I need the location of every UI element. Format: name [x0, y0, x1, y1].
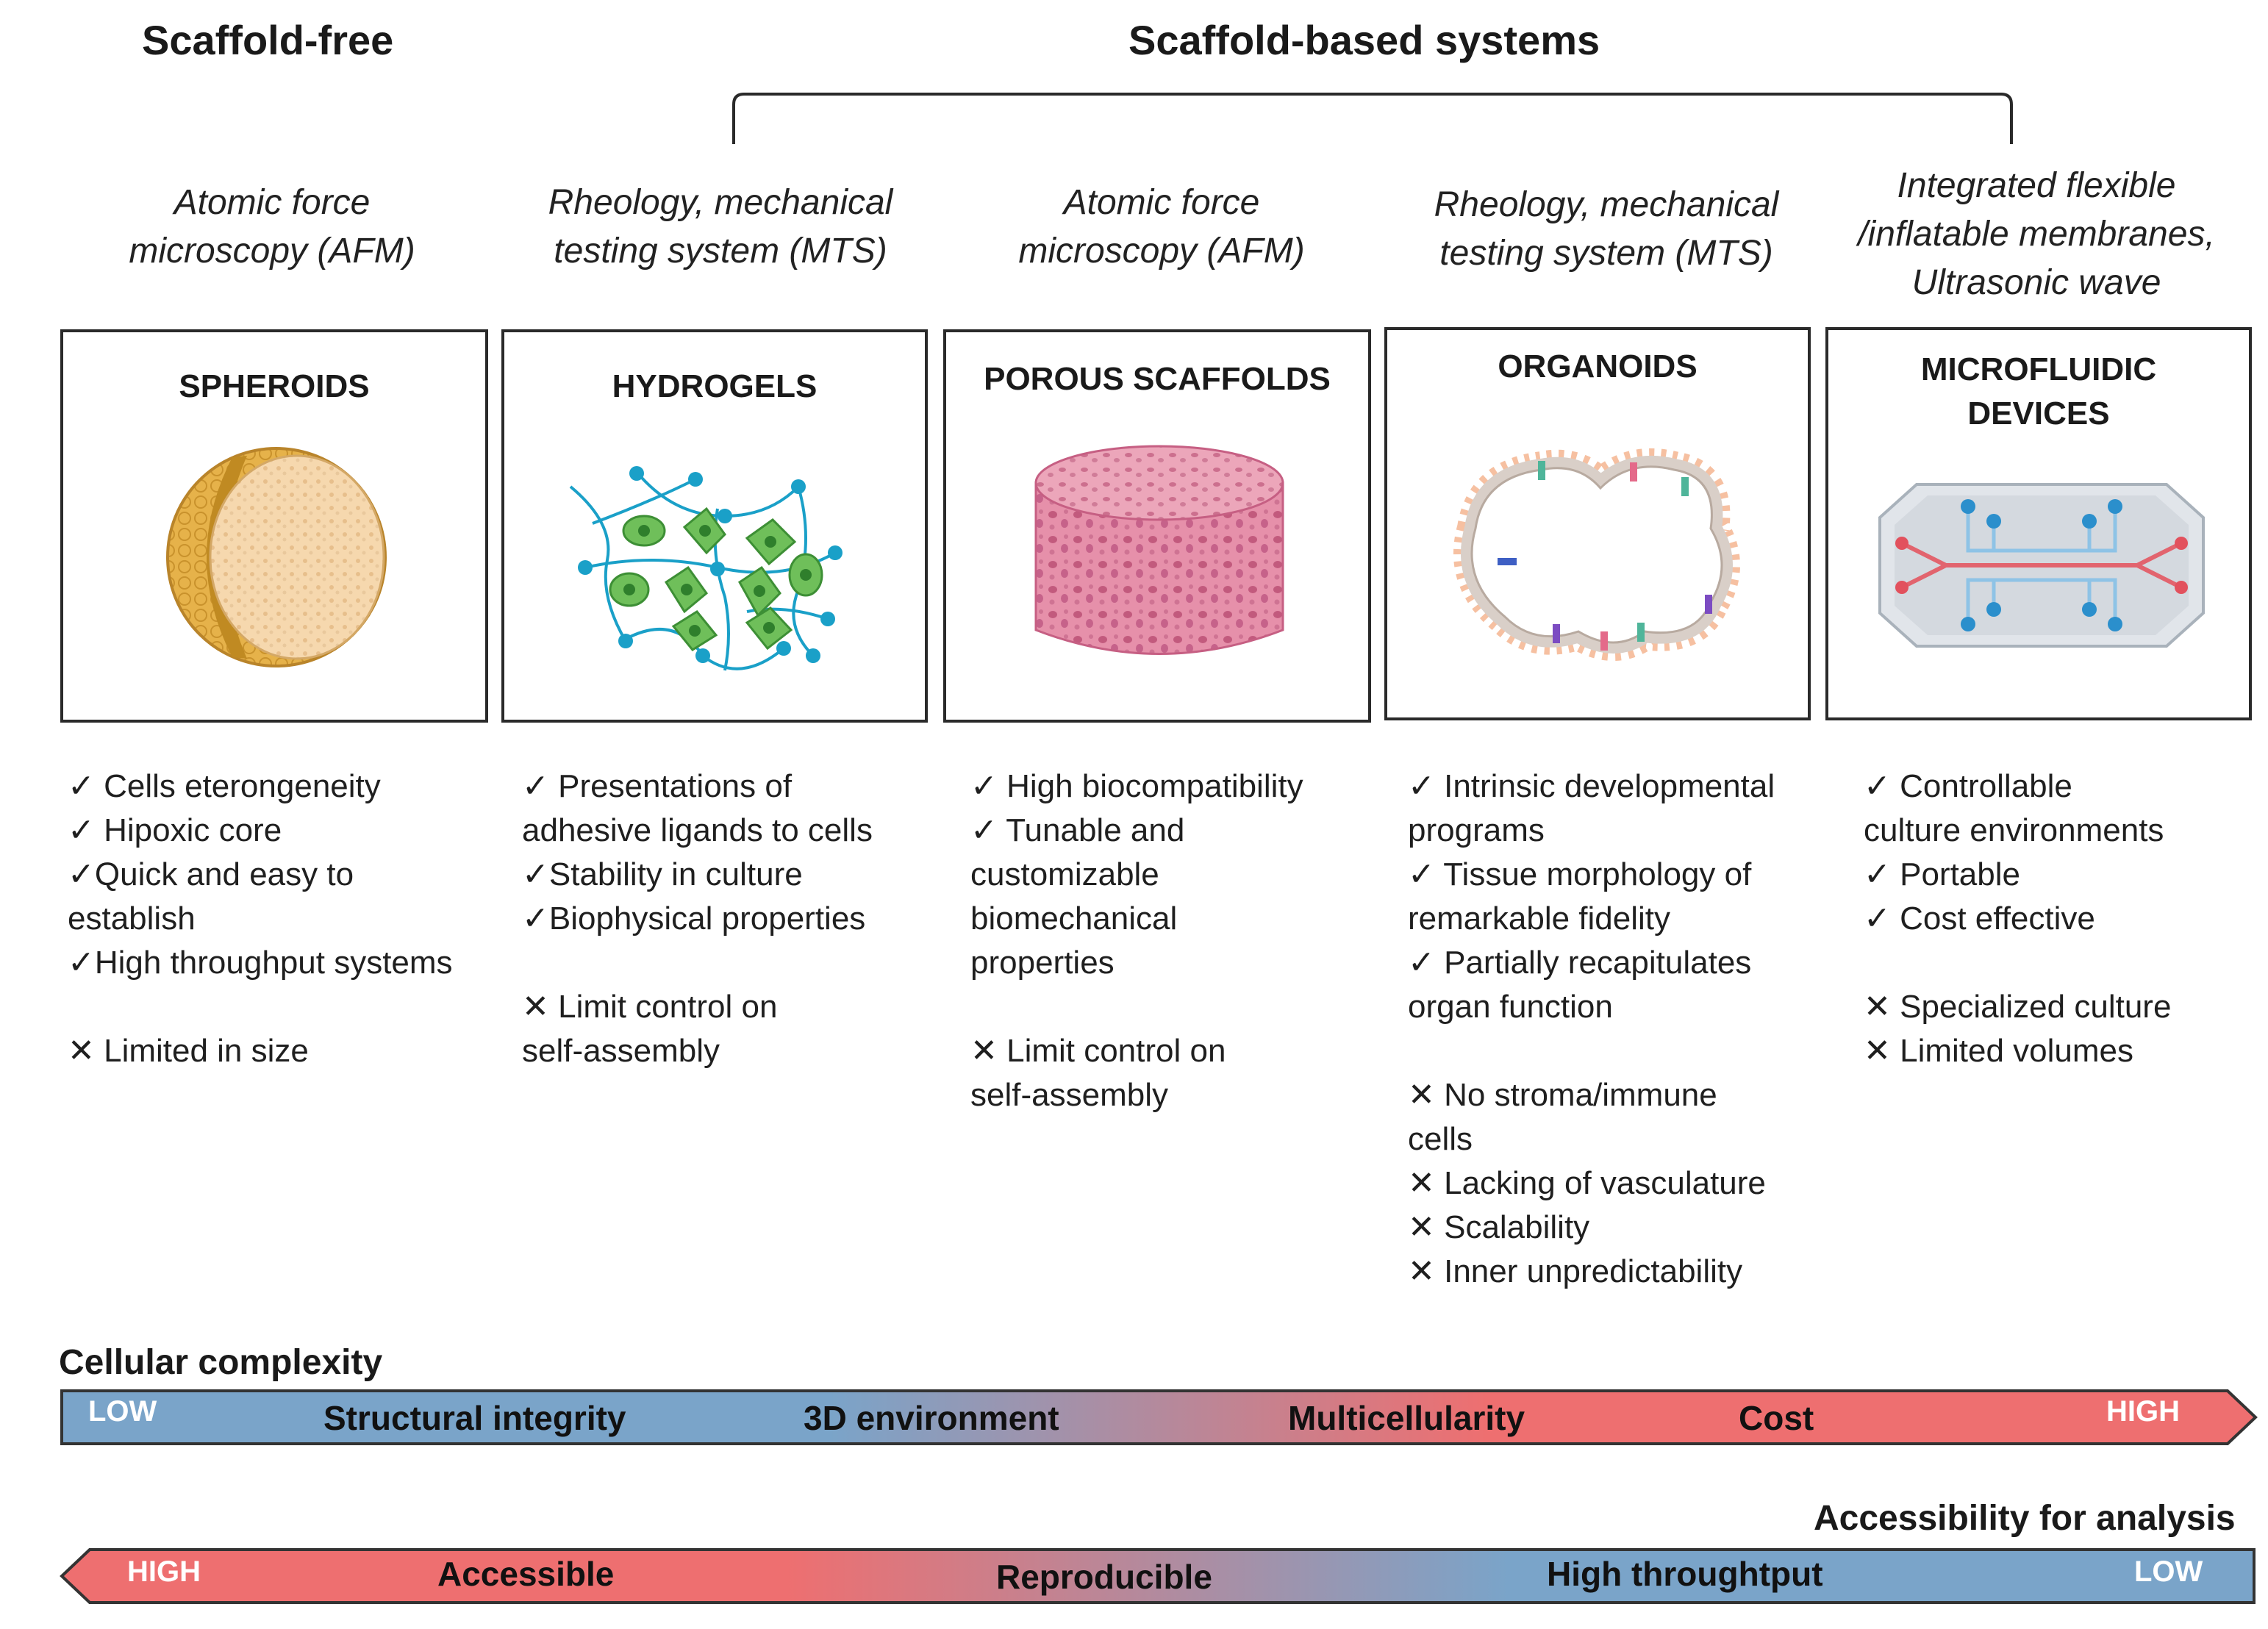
list-item: ✓ Portable: [1864, 856, 2020, 892]
bar1-cost: Cost: [1739, 1399, 1814, 1437]
list-item: ✓ High biocompatibility: [970, 768, 1303, 804]
cellular-complexity-arrow: [60, 1389, 2258, 1445]
method-label-microfluidic: Integrated flexible /inflatable membrane…: [1858, 166, 2215, 302]
list-item: ✓Stability in culture: [522, 856, 803, 892]
list-item: ✕ No stroma/immune: [1408, 1077, 1717, 1113]
method-label-porous-scaffolds: Atomic force microscopy (AFM): [1018, 183, 1305, 271]
method-label-hydrogels: Rheology, mechanical testing system (MTS…: [548, 183, 893, 271]
method-label-spheroids: Atomic force microscopy (AFM): [129, 183, 415, 271]
list-item: ✓ Cells eterongeneity: [68, 768, 381, 804]
list-item: self-assembly: [970, 1077, 1168, 1113]
bar2-high-label: HIGH: [127, 1555, 201, 1588]
organoids-card: ORGANOIDS: [1384, 327, 1811, 720]
bar1-caption: Cellular complexity: [59, 1343, 383, 1382]
microfluidic-title: MICROFLUIDIC DEVICES: [1920, 351, 2157, 432]
organoid-illustration: [1453, 448, 1740, 661]
bar2-high-throughput: High throughtput: [1547, 1555, 1823, 1593]
bar1-3d-environment: 3D environment: [804, 1399, 1059, 1437]
hydrogels-points: ✓ Presentations of adhesive ligands to c…: [522, 765, 873, 1073]
list-item: ✕ Inner unpredictability: [1408, 1253, 1743, 1289]
hydrogels-card: HYDROGELS: [501, 329, 928, 723]
list-item: ✕ Specialized culture: [1864, 989, 2172, 1025]
method-label-organoids: Rheology, mechanical testing system (MTS…: [1434, 185, 1779, 273]
microfluidic-chip-illustration: [1878, 483, 2205, 648]
list-item: ✓ Cost effective: [1864, 901, 2095, 937]
list-item: adhesive ligands to cells: [522, 812, 873, 848]
porous-scaffold-illustration: [1034, 445, 1284, 655]
scaffold-based-heading: Scaffold-based systems: [1128, 17, 1600, 63]
list-item: programs: [1408, 812, 1545, 848]
list-item: culture environments: [1864, 812, 2164, 848]
bar1-multicellularity: Multicellularity: [1288, 1399, 1525, 1437]
porous-scaffolds-title: POROUS SCAFFOLDS: [984, 361, 1331, 397]
list-item: ✕ Limited volumes: [1864, 1033, 2133, 1069]
microfluidic-points: ✓ Controllable culture environments ✓ Po…: [1864, 765, 2171, 1073]
spheroid-illustration: [166, 447, 387, 667]
organoids-points: ✓ Intrinsic developmental programs ✓ Tis…: [1408, 765, 1775, 1294]
list-item: ✓ Intrinsic developmental: [1408, 768, 1775, 804]
accessibility-arrow: [60, 1548, 2256, 1604]
list-item: ✓Biophysical properties: [522, 901, 866, 937]
hydrogels-title: HYDROGELS: [612, 368, 818, 404]
porous-scaffolds-card: POROUS SCAFFOLDS: [943, 329, 1371, 723]
list-item: ✓ Presentations of: [522, 768, 793, 804]
spheroids-points: ✓ Cells eterongeneity ✓ Hipoxic core ✓Qu…: [68, 765, 453, 1073]
scaffold-based-bracket: [732, 93, 2013, 144]
spheroids-title: SPHEROIDS: [179, 368, 370, 404]
list-item: establish: [68, 901, 196, 937]
list-item: ✓ Partially recapitulates: [1408, 945, 1752, 981]
list-item: ✓ Tissue morphology of: [1408, 856, 1752, 892]
list-item: remarkable fidelity: [1408, 901, 1671, 937]
scaffold-free-heading: Scaffold-free: [142, 17, 394, 63]
list-item: ✕ Scalability: [1408, 1209, 1590, 1245]
bar1-high-label: HIGH: [2106, 1395, 2180, 1428]
list-item: properties: [970, 945, 1115, 981]
organoids-title: ORGANOIDS: [1498, 348, 1698, 384]
porous-scaffolds-points: ✓ High biocompatibility ✓ Tunable and cu…: [970, 765, 1303, 1117]
list-item: ✕ Limited in size: [68, 1033, 309, 1069]
list-item: ✕ Lacking of vasculature: [1408, 1165, 1766, 1201]
list-item: self-assembly: [522, 1033, 720, 1069]
list-item: cells: [1408, 1121, 1473, 1157]
list-item: ✓High throughput systems: [68, 945, 453, 981]
list-item: ✓ Hipoxic core: [68, 812, 282, 848]
spheroids-card: SPHEROIDS: [60, 329, 488, 723]
list-item: ✓Quick and easy to: [68, 856, 354, 892]
bar2-accessible: Accessible: [437, 1555, 615, 1593]
list-item: ✕ Limit control on: [970, 1033, 1226, 1069]
bar1-structural-integrity: Structural integrity: [323, 1399, 626, 1437]
bar2-low-label: LOW: [2134, 1555, 2203, 1588]
list-item: ✓ Tunable and: [970, 812, 1185, 848]
list-item: organ function: [1408, 989, 1613, 1025]
list-item: ✕ Limit control on: [522, 989, 778, 1025]
bar2-reproducible: Reproducible: [996, 1558, 1212, 1596]
bar2-caption: Accessibility for analysis: [1814, 1499, 2236, 1538]
microfluidic-card: MICROFLUIDIC DEVICES: [1825, 327, 2252, 720]
bar1-low-label: LOW: [88, 1395, 157, 1428]
list-item: ✓ Controllable: [1864, 768, 2072, 804]
hydrogel-network-illustration: [569, 466, 843, 671]
list-item: customizable: [970, 856, 1159, 892]
list-item: biomechanical: [970, 901, 1178, 937]
